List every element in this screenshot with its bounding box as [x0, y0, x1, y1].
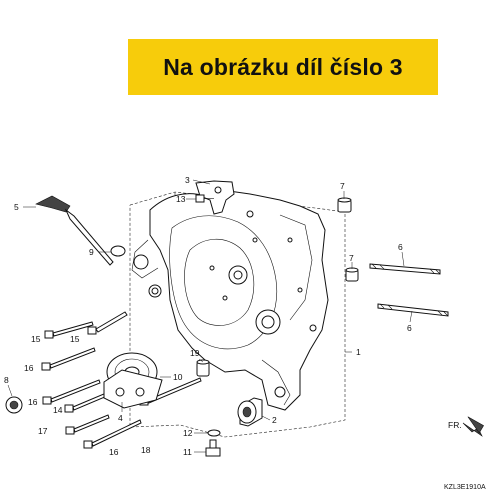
leader-lines: [7, 179, 413, 453]
callout-19: 19: [190, 348, 200, 358]
part-5-dipstick: [35, 195, 114, 266]
part-15-bolt-upper: [44, 321, 94, 339]
callout-15-left: 15: [31, 334, 41, 344]
callout-2: 2: [272, 415, 277, 425]
callout-7-upper: 7: [340, 181, 345, 191]
callout-5: 5: [14, 202, 19, 212]
callout-17: 17: [38, 426, 48, 436]
callout-16-middle: 16: [28, 397, 38, 407]
crankcase-cover: [131, 189, 329, 411]
part-11-drain-bolt: [205, 439, 221, 457]
banner-text: Na obrázku díl číslo 3: [163, 53, 403, 80]
callout-14: 14: [53, 405, 63, 415]
callout-labels: 1 2 3 4 5 6 6 7 7 8 9 10 11 12 13 14 15 …: [4, 175, 486, 491]
part-16-bolt-lower: [83, 419, 142, 449]
part-2-bushing: [237, 397, 263, 427]
callout-1: 1: [356, 347, 361, 357]
callout-4: 4: [118, 413, 123, 423]
drawing-code: KZL3E1910A: [444, 484, 486, 491]
part-8-oil-seal: [5, 396, 23, 414]
callout-7-lower: 7: [349, 253, 354, 263]
banner: Na obrázku díl číslo 3: [128, 39, 438, 95]
callout-16-upper: 16: [24, 363, 34, 373]
part-15-bolt-lower: [87, 311, 128, 335]
part-12-washer: [207, 429, 221, 437]
part-9-oring: [110, 245, 126, 257]
part-16-bolt-middle: [42, 379, 101, 405]
part-16-bolt-upper: [41, 347, 96, 371]
callout-9: 9: [89, 247, 94, 257]
part-13-bolt: [195, 194, 214, 203]
part-19-collar: [196, 359, 210, 377]
front-direction-label: FR.: [448, 420, 462, 430]
part-6-stud-lower: [377, 303, 449, 317]
callout-13: 13: [176, 194, 186, 204]
callout-18: 18: [141, 445, 151, 455]
callout-6-lower: 6: [407, 323, 412, 333]
callout-15-right: 15: [70, 334, 80, 344]
part-6-stud-upper: [369, 263, 441, 275]
part-10-cover-assembly: [103, 352, 163, 409]
callout-8: 8: [4, 375, 9, 385]
part-3-bracket: [195, 180, 235, 215]
callout-16-lower: 16: [109, 447, 119, 457]
callout-3: 3: [185, 175, 190, 185]
part-7-dowel-lower: [345, 267, 359, 282]
part-17-bolt: [65, 414, 110, 435]
callout-11: 11: [183, 447, 192, 457]
callout-12: 12: [183, 428, 193, 438]
callout-6-upper: 6: [398, 242, 403, 252]
front-direction-arrow: [462, 416, 484, 437]
part-7-dowel-upper: [337, 197, 352, 213]
callout-10: 10: [173, 372, 183, 382]
